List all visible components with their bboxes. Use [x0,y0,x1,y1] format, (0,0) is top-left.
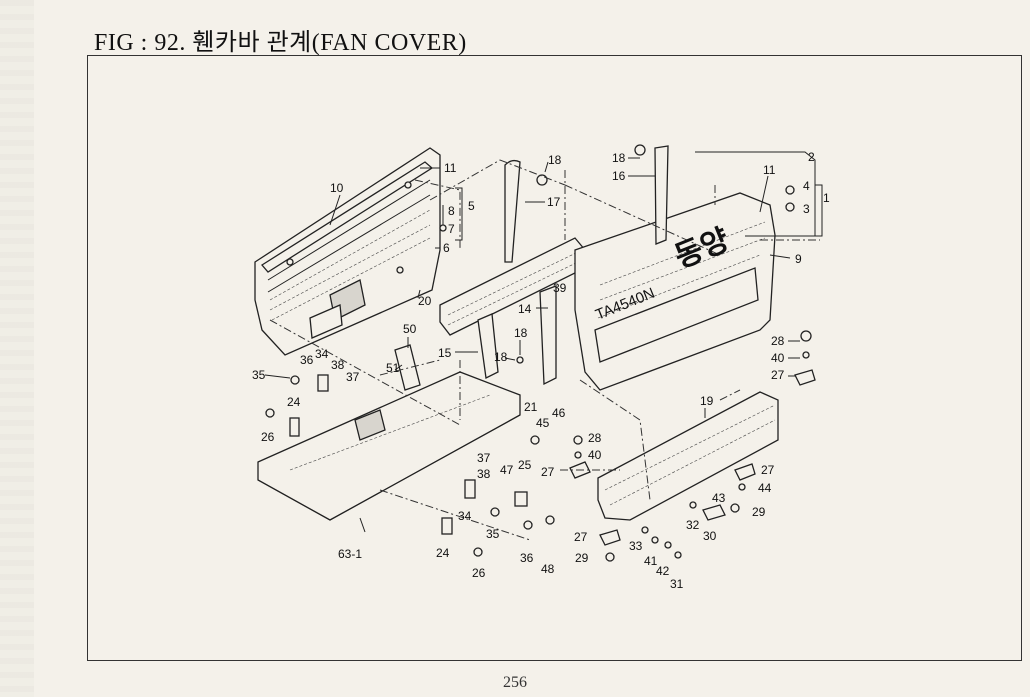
callout-36a: 36 [300,353,314,367]
callout-34b: 34 [458,509,472,523]
callout-5: 5 [468,199,475,213]
callout-44: 44 [758,481,772,495]
callout-4: 4 [803,179,810,193]
callout-14: 14 [518,302,532,316]
callout-24a: 24 [287,395,301,409]
callout-18b: 18 [612,151,626,165]
callout-63-1: 63-1 [338,547,362,561]
callout-26b: 26 [472,566,486,580]
callout-24b: 24 [436,546,450,560]
callout-37a: 37 [346,370,360,384]
callout-26a: 26 [261,430,275,444]
callout-37b: 37 [477,451,491,465]
callout-18a: 18 [548,153,562,167]
callout-18c: 18 [514,326,528,340]
callout-32: 32 [686,518,700,532]
callout-20: 20 [418,294,432,308]
binding-edge [0,0,34,697]
callout-29a: 29 [752,505,766,519]
callout-34a: 34 [315,347,329,361]
callout-45: 45 [536,416,550,430]
figure-title: FIG : 92. 휀카바 관계(FAN COVER) [94,30,467,56]
callout-7: 7 [448,222,455,236]
callout-15: 15 [438,346,452,360]
callout-27d: 27 [574,530,588,544]
callout-42: 42 [656,564,670,578]
assembly-lines [269,159,820,541]
callout-labels: 1 2 3 4 5 6 7 8 9 10 11 11 14 15 16 17 1… [252,150,830,591]
front-grille [574,145,779,521]
callout-35b: 35 [486,527,500,541]
callout-1: 1 [823,191,830,205]
callout-36b: 36 [520,551,534,565]
callout-31: 31 [670,577,684,591]
callout-48: 48 [541,562,555,576]
leader-lines [264,151,823,533]
callout-46: 46 [552,406,566,420]
diagram-frame [87,55,1022,661]
hardware-parts [265,144,816,562]
callout-27a: 27 [771,368,785,382]
callout-33: 33 [629,539,643,553]
callout-35a: 35 [252,368,266,382]
callout-43: 43 [712,491,726,505]
callout-18d: 18 [494,350,508,364]
callout-6: 6 [443,241,450,255]
callout-2: 2 [808,150,815,164]
callout-47: 47 [500,463,514,477]
callout-27c: 27 [761,463,775,477]
callout-3: 3 [803,202,810,216]
callout-30: 30 [703,529,717,543]
callout-17: 17 [547,195,561,209]
callout-40a: 40 [771,351,785,365]
callout-27b: 27 [541,465,555,479]
callout-28a: 28 [771,334,785,348]
callout-41: 41 [644,554,658,568]
callout-10: 10 [330,181,344,195]
callout-16: 16 [612,169,626,183]
callout-38b: 38 [477,467,491,481]
callout-51: 51 [386,361,400,375]
callout-11a: 11 [444,161,457,175]
callout-21: 21 [524,400,538,414]
callout-28b: 28 [588,431,602,445]
callout-9: 9 [795,252,802,266]
callout-11b: 11 [763,163,776,177]
center-frame-bar [439,159,586,386]
callout-25: 25 [518,458,532,472]
callout-40b: 40 [588,448,602,462]
callout-39: 39 [553,281,567,295]
callout-38a: 38 [331,358,345,372]
callout-50: 50 [403,322,417,336]
page-number: 256 [503,674,527,691]
callout-29b: 29 [575,551,589,565]
callout-19: 19 [700,394,714,408]
callout-8: 8 [448,204,455,218]
